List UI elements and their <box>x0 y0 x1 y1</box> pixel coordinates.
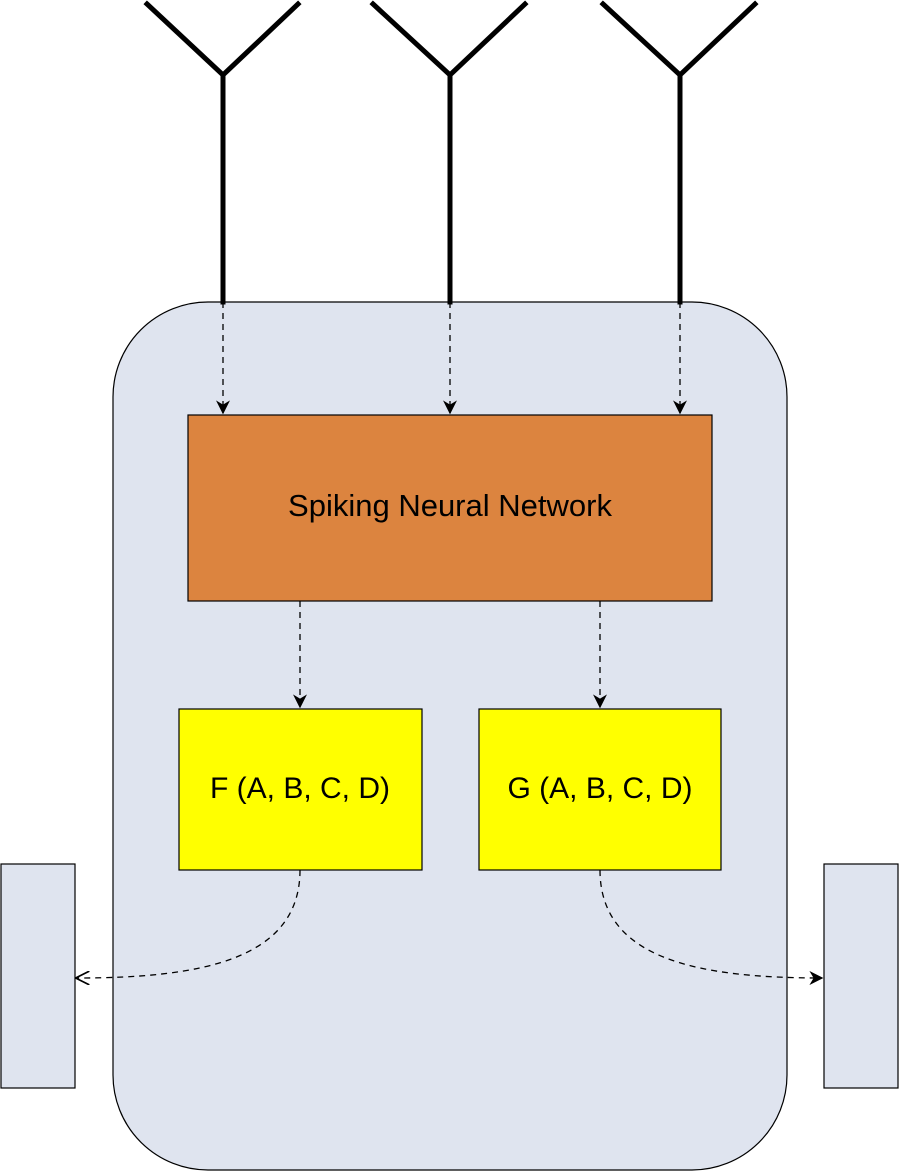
left-wheel <box>0 863 76 1089</box>
spiking-neural-network-label: Spiking Neural Network <box>288 488 612 523</box>
right-wheel <box>823 863 899 1089</box>
function-g-label: G (A, B, C, D) <box>507 772 692 805</box>
function-f-label: F (A, B, C, D) <box>210 772 390 805</box>
function-g-box <box>478 708 722 871</box>
function-f-box <box>178 708 423 871</box>
sensor-antenna-left <box>143 0 302 305</box>
spiking-neural-network-box <box>187 414 713 602</box>
sensor-antenna-middle <box>369 0 529 305</box>
sensor-antenna-right <box>599 0 759 305</box>
